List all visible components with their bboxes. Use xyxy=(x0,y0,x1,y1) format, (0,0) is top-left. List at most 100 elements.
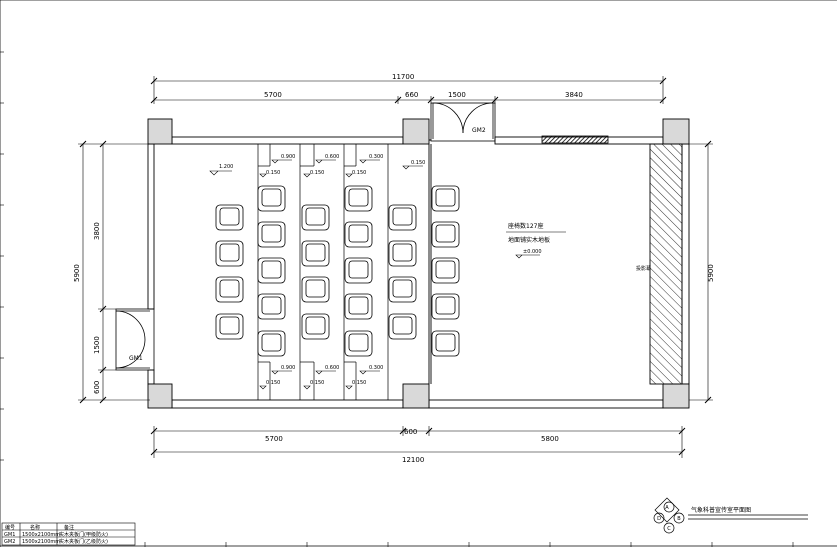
door-gm2-label: GM2 xyxy=(472,127,486,134)
seat-cushion xyxy=(305,207,326,226)
seat-cushion xyxy=(392,243,413,262)
seat xyxy=(215,313,244,340)
dimension-texts: 11700 5700 660 1500 3840 5700 600 5800 1… xyxy=(73,73,715,464)
seat-cushion xyxy=(435,260,456,279)
column-top-left xyxy=(147,118,173,145)
floor-level: ±0.000 xyxy=(523,249,542,255)
level-bottom-0900: 0.900 xyxy=(281,365,295,371)
seat xyxy=(344,221,373,248)
level-0900: 0.900 xyxy=(281,154,295,160)
level-0600: 0.600 xyxy=(325,154,339,160)
bubble-c: C xyxy=(667,526,671,532)
column-top-right xyxy=(662,118,690,145)
seat xyxy=(301,204,330,231)
table-header-code: 编号 xyxy=(5,524,15,531)
table-row-2-code: GM2 xyxy=(4,539,15,545)
level-1200: 1.200 xyxy=(219,164,233,170)
level-bottom-0600: 0.600 xyxy=(325,365,339,371)
seat-cushion xyxy=(219,279,240,298)
seat xyxy=(388,240,417,267)
seat-cushion xyxy=(261,188,282,207)
dim-left-door: 1500 xyxy=(93,336,101,354)
dimension-lines xyxy=(78,76,713,458)
seat xyxy=(301,240,330,267)
dim-left-total: 5900 xyxy=(73,264,81,282)
seat xyxy=(215,240,244,267)
tier-lines xyxy=(257,144,389,400)
door-gm1-label: GM1 xyxy=(129,355,143,362)
table-header-name: 名称 xyxy=(30,524,40,531)
dim-right-total: 5900 xyxy=(707,264,715,282)
column-bottom-left xyxy=(147,383,173,409)
seat xyxy=(431,185,460,212)
seat-cushion xyxy=(305,316,326,335)
dim-top-right: 3840 xyxy=(565,91,583,99)
window xyxy=(541,135,609,144)
column-bottom-mid xyxy=(402,383,430,409)
level-0300: 0.300 xyxy=(369,154,383,160)
table-row-1-name: 1500x2100mm xyxy=(22,532,60,538)
door-gm1 xyxy=(115,308,155,371)
table-header-note: 备注 xyxy=(64,524,74,531)
seat xyxy=(215,276,244,303)
frame-ticks xyxy=(0,51,794,547)
seat-cushion xyxy=(348,296,369,315)
seat-cushion xyxy=(392,279,413,298)
seat-cushion xyxy=(348,333,369,352)
seat-cushion xyxy=(392,207,413,226)
seat xyxy=(388,204,417,231)
seat xyxy=(431,330,460,357)
dim-bottom-left: 5700 xyxy=(265,435,283,443)
dim-top-left: 5700 xyxy=(264,91,282,99)
seat xyxy=(431,293,460,320)
level-labels: 1.200 0.900 0.600 0.300 0.150 0.150 0.15… xyxy=(219,154,542,386)
seat-cushion xyxy=(435,296,456,315)
seat xyxy=(257,293,286,320)
seat xyxy=(257,257,286,284)
floor-finish-note: 地面铺实木地板 xyxy=(508,236,550,244)
bubble-a: A xyxy=(665,505,669,511)
seat xyxy=(344,185,373,212)
seat-cushion xyxy=(348,188,369,207)
seat xyxy=(301,276,330,303)
title-block: A B C D 气象科普宣传室平面图 xyxy=(653,497,808,534)
seat-cushion xyxy=(392,316,413,335)
seat-cushion xyxy=(219,207,240,226)
seat-count-note: 座椅数127座 xyxy=(508,222,543,230)
step-level-bottom-3: 0.150 xyxy=(352,380,366,386)
step-level-3: 0.150 xyxy=(352,170,366,176)
step-level-2: 0.150 xyxy=(310,170,324,176)
seat xyxy=(257,221,286,248)
seat-cushion xyxy=(305,279,326,298)
drawing-title: 气象科普宣传室平面图 xyxy=(691,506,751,514)
bubble-d: D xyxy=(657,516,661,522)
level-bottom-0300: 0.300 xyxy=(369,365,383,371)
seat xyxy=(388,276,417,303)
dim-top-gap: 660 xyxy=(405,91,418,99)
dim-left-lower: 600 xyxy=(93,381,101,394)
level-markers xyxy=(209,159,540,390)
seat-cushion xyxy=(348,260,369,279)
seat-cushion xyxy=(261,333,282,352)
seat-cushion xyxy=(219,316,240,335)
dim-bottom-gap: 600 xyxy=(404,428,417,436)
seat xyxy=(344,293,373,320)
door-gm2 xyxy=(430,102,496,142)
seat xyxy=(257,330,286,357)
projection-screen-wall xyxy=(649,143,683,385)
dimension-ticks xyxy=(79,77,712,456)
step-level-1: 0.150 xyxy=(266,170,280,176)
step-level-bottom-1: 0.150 xyxy=(266,380,280,386)
seat xyxy=(431,257,460,284)
bubble-b: B xyxy=(677,516,681,522)
walls xyxy=(147,136,690,409)
hall-notes: 座椅数127座 地面铺实木地板 xyxy=(506,222,566,244)
seat-cushion xyxy=(435,333,456,352)
dim-bottom-right: 5800 xyxy=(541,435,559,443)
table-row-1-code: GM1 xyxy=(4,532,15,538)
seat-cushion xyxy=(435,188,456,207)
seat xyxy=(431,221,460,248)
seat-cushion xyxy=(261,260,282,279)
